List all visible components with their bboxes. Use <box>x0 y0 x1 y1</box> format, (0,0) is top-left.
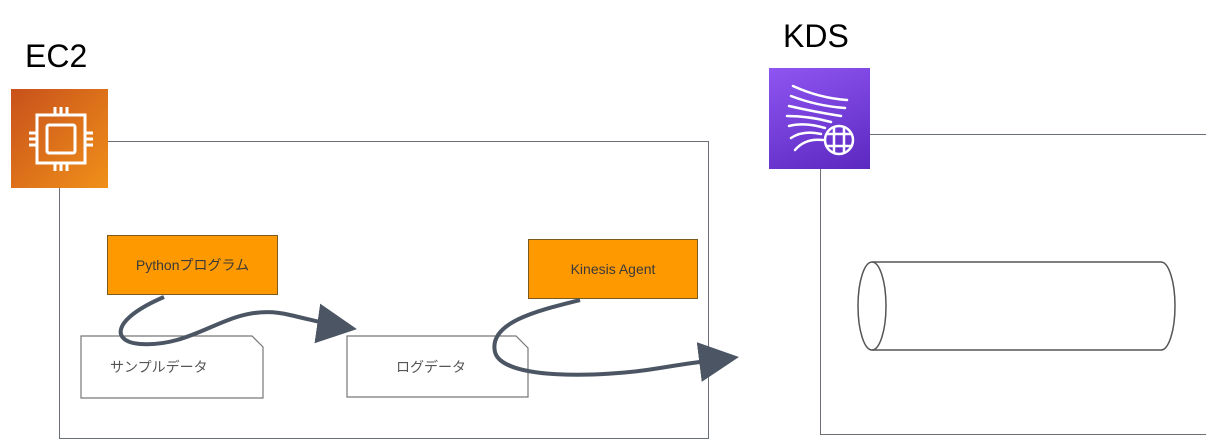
kinesis-streams-icon <box>769 68 870 169</box>
sample-data-label: サンプルデータ <box>110 359 208 375</box>
kinesis-agent-label: Kinesis Agent <box>570 261 656 277</box>
kds-stream-frame <box>820 134 1206 435</box>
ec2-chip-icon <box>11 89 108 188</box>
kds-label: KDS <box>783 18 849 54</box>
flow-arrow-agent-to-kds <box>492 298 739 382</box>
sample-data-document <box>80 335 264 399</box>
ec2-instance-frame <box>59 141 709 439</box>
stream-cylinder <box>857 261 1176 351</box>
python-program-label: Pythonプログラム <box>135 257 250 273</box>
log-data-label: ログデータ <box>396 359 466 375</box>
flow-arrow-python-to-log <box>118 295 357 347</box>
python-program-box: Pythonプログラム <box>107 235 278 295</box>
kinesis-agent-box: Kinesis Agent <box>528 239 698 299</box>
ec2-label: EC2 <box>25 38 88 74</box>
